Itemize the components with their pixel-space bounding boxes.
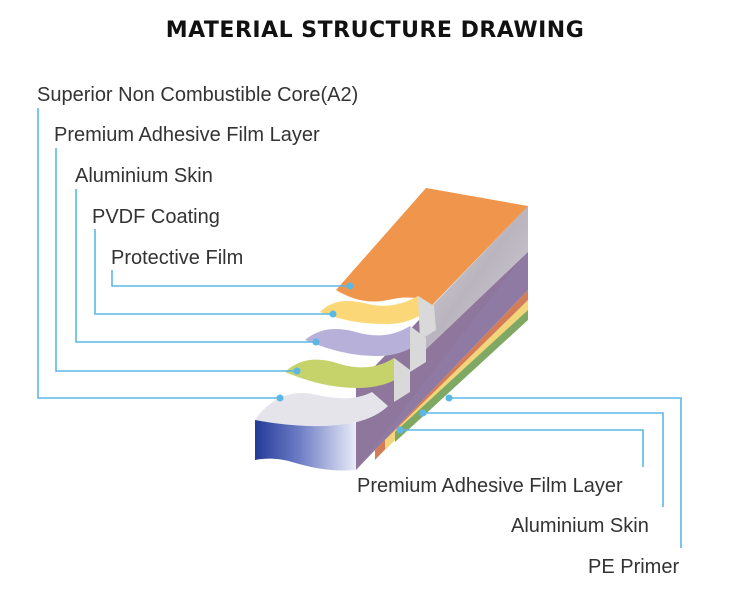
label-pe-primer: PE Primer [588,556,680,578]
label-protective-film: Protective Film [111,247,244,269]
adhesive-film-layer [285,358,410,388]
label-adhesive-film-bottom: Premium Adhesive Film Layer [357,475,623,497]
label-aluminium-skin-bottom: Aluminium Skin [511,515,649,537]
core-front [255,420,356,471]
pvdf-coating-layer [320,296,434,324]
core-top [255,392,388,427]
leader-dots [276,282,453,434]
label-aluminium-skin-top: Aluminium Skin [75,165,213,187]
panel-side-face [356,206,528,470]
protective-film-layer [336,188,528,305]
leader-lines [37,108,682,548]
label-core: Superior Non Combustible Core(A2) [37,84,359,106]
aluminium-skin-layer [305,326,426,356]
label-pvdf-coating: PVDF Coating [92,206,220,228]
label-adhesive-film-top: Premium Adhesive Film Layer [54,124,320,146]
page-title: MATERIAL STRUCTURE DRAWING [165,18,585,43]
